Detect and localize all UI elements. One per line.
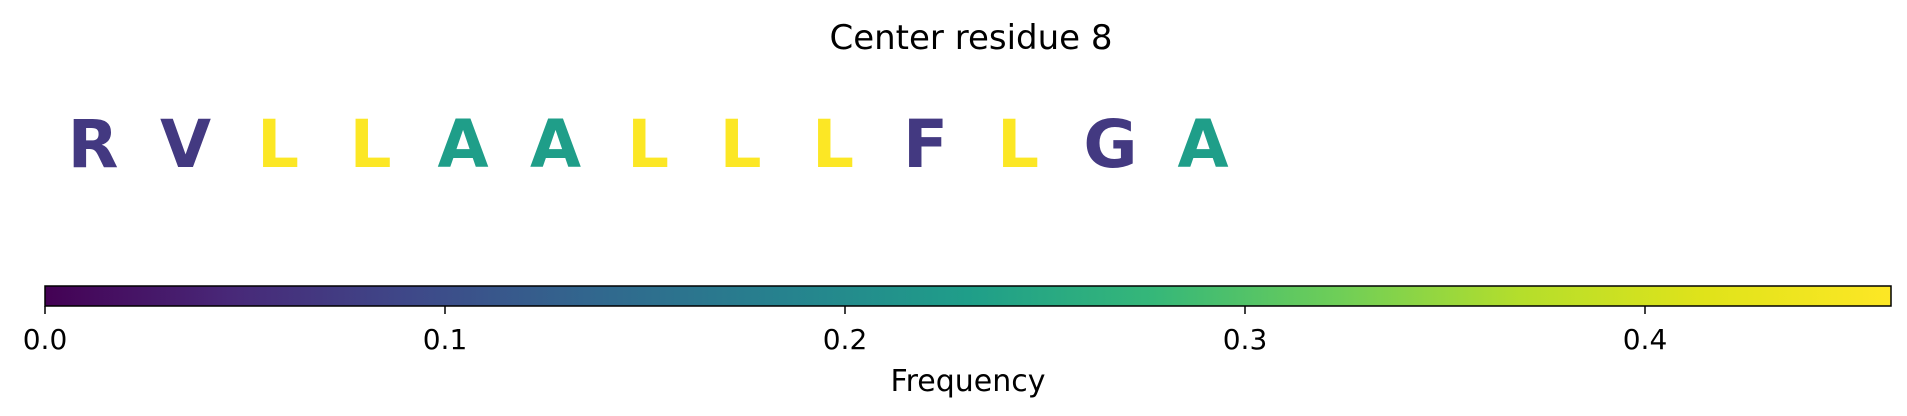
colorbar-gradient xyxy=(44,285,1892,307)
colorbar-tick-label-3: 0.3 xyxy=(1223,323,1268,356)
residue-5: A xyxy=(437,106,488,183)
colorbar-tick-label-4: 0.4 xyxy=(1623,323,1668,356)
colorbar: 0.0 0.1 0.2 0.3 0.4 xyxy=(23,285,1892,356)
colorbar-ticks: 0.0 0.1 0.2 0.3 0.4 xyxy=(23,306,1668,356)
residue-13: A xyxy=(1177,106,1228,183)
residue-11: L xyxy=(997,106,1039,183)
residue-1: R xyxy=(68,106,119,183)
colorbar-tick-label-2: 0.2 xyxy=(823,323,868,356)
residue-6: A xyxy=(530,106,581,183)
colorbar-tick-label-0: 0.0 xyxy=(23,323,68,356)
residue-7: L xyxy=(627,106,669,183)
residue-10: F xyxy=(903,106,948,183)
residue-4: L xyxy=(349,106,391,183)
colorbar-tick-label-1: 0.1 xyxy=(423,323,468,356)
residue-9: L xyxy=(812,106,854,183)
residue-12: G xyxy=(1083,106,1137,183)
chart-title: Center residue 8 xyxy=(829,18,1112,58)
residue-2: V xyxy=(160,106,211,183)
colorbar-label: Frequency xyxy=(891,364,1046,399)
residue-3: L xyxy=(257,106,299,183)
residue-8: L xyxy=(719,106,761,183)
